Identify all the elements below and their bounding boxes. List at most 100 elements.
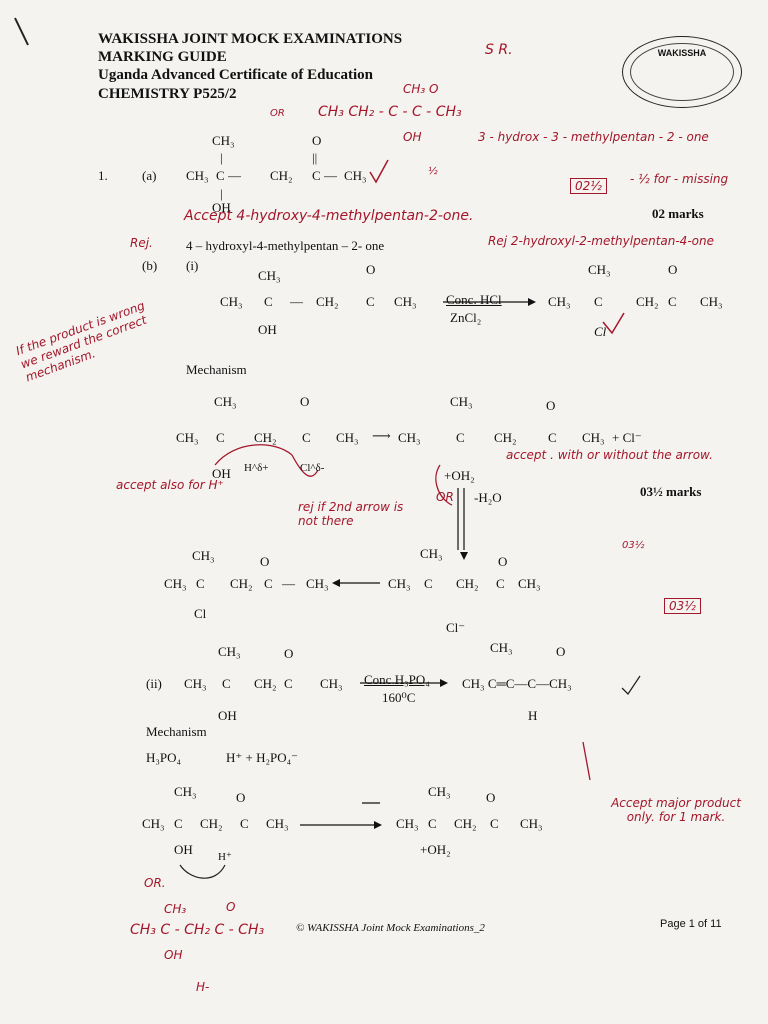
atom-ch3: CH₃ [220,294,243,309]
handwritten-half: ½ [428,166,438,177]
reagent-h3po4: Conc.H₃PO₄ [364,672,430,687]
part-a-label: (a) [142,168,157,183]
score-box-2: 03½ [664,598,701,614]
atom-c: C [490,816,499,831]
atom-c: C [240,816,249,831]
footer-copyright: © WAKISSHA Joint Mock Examinations_2 [296,922,485,934]
question-number: 1. [98,168,108,183]
atom-c: C [264,294,273,309]
atom-oh: OH [174,842,193,857]
atom-o: O [366,262,376,277]
atom-ch3: CH₃ [450,394,473,409]
atom-oh: OH [258,322,277,337]
handwritten-score-mid: 03½ [622,540,645,551]
atom-c: C [216,168,225,183]
footer-page: Page 1 of 11 [660,918,722,930]
atom-ch3: CH₃ [420,546,443,561]
atom-h-delta: H^δ+ [244,462,269,474]
atom-ch3: CH₃ [518,576,541,591]
atom-c: C [548,430,557,445]
atom-ch3: CH₃ [192,548,215,563]
handwritten-bottom-h: H- [196,980,210,994]
atom-ch3: CH₃ [700,294,723,309]
atom-c: C [284,676,293,691]
atom-ch2: CH₂ [230,576,253,591]
reagent-hcl: Conc. HCl [446,292,502,307]
atom-o: O [236,790,246,805]
marks-a: 02 marks [652,206,704,221]
part-b-label: (b) [142,258,158,273]
atom-c: C [668,294,677,309]
atom-ch3: CH₃ [428,784,451,799]
temperature: 160⁰C [382,690,416,705]
atom-c: C [264,576,273,591]
handwritten-alt-formula: CH₃ CH₂ - C - C - CH₃ [318,104,462,120]
atom-oh: OH [218,708,237,723]
handwritten-or2: OR [436,490,454,504]
atom-cl: Cl [594,324,607,339]
atom-ch3: CH₃ [520,816,543,831]
header-paper: CHEMISTRY P525/2 [98,86,237,102]
atom-o: O [556,644,566,659]
atom-o: O [312,133,322,148]
atom-ch3: CH₃ [344,168,367,183]
atom-c: C [594,294,603,309]
atom-o: O [486,790,496,805]
handwritten-or3: OR. [144,876,166,890]
atom-o: O [300,394,310,409]
atom-c: C [222,676,231,691]
handwritten-bottom-ch3: CH₃ [164,902,187,916]
atom-o: O [546,398,556,413]
atom-o: O [498,554,508,569]
atom-ch3: CH₃ [176,430,199,445]
water-loss: -H₂O [474,490,502,505]
atom-ch2: CH₂ [270,168,293,183]
catalyst-zncl2: ZnCl₂ [450,310,482,325]
atom-ch3: CH₃ [588,262,611,277]
atom-o: O [260,554,270,569]
product-alkene: CH₃ C═C—C—CH₃ [462,676,572,691]
handwritten-rej-arrow: rej if 2nd arrow is not there [298,500,404,528]
atom-c: C [496,576,505,591]
atom-ch3: CH₃ [306,576,329,591]
handwritten-initials: S R. [485,42,513,58]
atom-ch3: CH₃ [490,640,513,655]
marks-b: 03½ marks [640,484,702,499]
handwritten-accept-major: Accept major product only. for 1 mark. [611,796,741,824]
h3po4-left: H₃PO₄ [146,750,182,765]
atom-ch2: CH₂ [456,576,479,591]
mechanism-label: Mechanism [186,362,247,377]
atom-c: C [312,168,321,183]
part-b-i-label: (i) [186,258,199,273]
atom-cl-minus: + Cl⁻ [612,430,642,445]
atom-ch3: CH₃ [214,394,237,409]
atom-c: C [302,430,311,445]
header-title: WAKISSHA JOINT MOCK EXAMINATIONS [98,31,403,47]
handwritten-missing: - ½ for - missing [630,172,729,186]
atom-ch3: CH₃ [184,676,207,691]
atom-h-plus: H⁺ [218,851,232,863]
handwritten-bottom-formula: CH₃ C - CH₂ C - CH₃ [130,922,265,938]
atom-c: C [216,430,225,445]
atom-ch3: CH₃ [548,294,571,309]
atom-ch3: CH₃ [212,133,235,148]
atom-ch2: CH₂ [254,676,277,691]
part-b-ii-label: (ii) [146,676,162,691]
handwritten-bottom-o: O [226,900,236,914]
header-subtitle: MARKING GUIDE [98,49,227,65]
atom-h: H [528,708,538,723]
atom-ch2: CH₂ [636,294,659,309]
atom-c: C [428,816,437,831]
atom-ch3: CH₃ [336,430,359,445]
atom-cl: Cl [194,606,207,621]
reaction-arrow: ⟶ [372,428,391,443]
atom-ch3: CH₃ [388,576,411,591]
atom-c: C [174,816,183,831]
handwritten-alt-name: 3 - hydrox - 3 - methylpentan - 2 - one [478,130,709,144]
handwritten-rej: Rej. [130,236,153,250]
mechanism-label-2: Mechanism [146,724,207,739]
score-box: 02½ [570,178,607,194]
atom-ch3: CH₃ [174,784,197,799]
atom-o: O [284,646,294,661]
